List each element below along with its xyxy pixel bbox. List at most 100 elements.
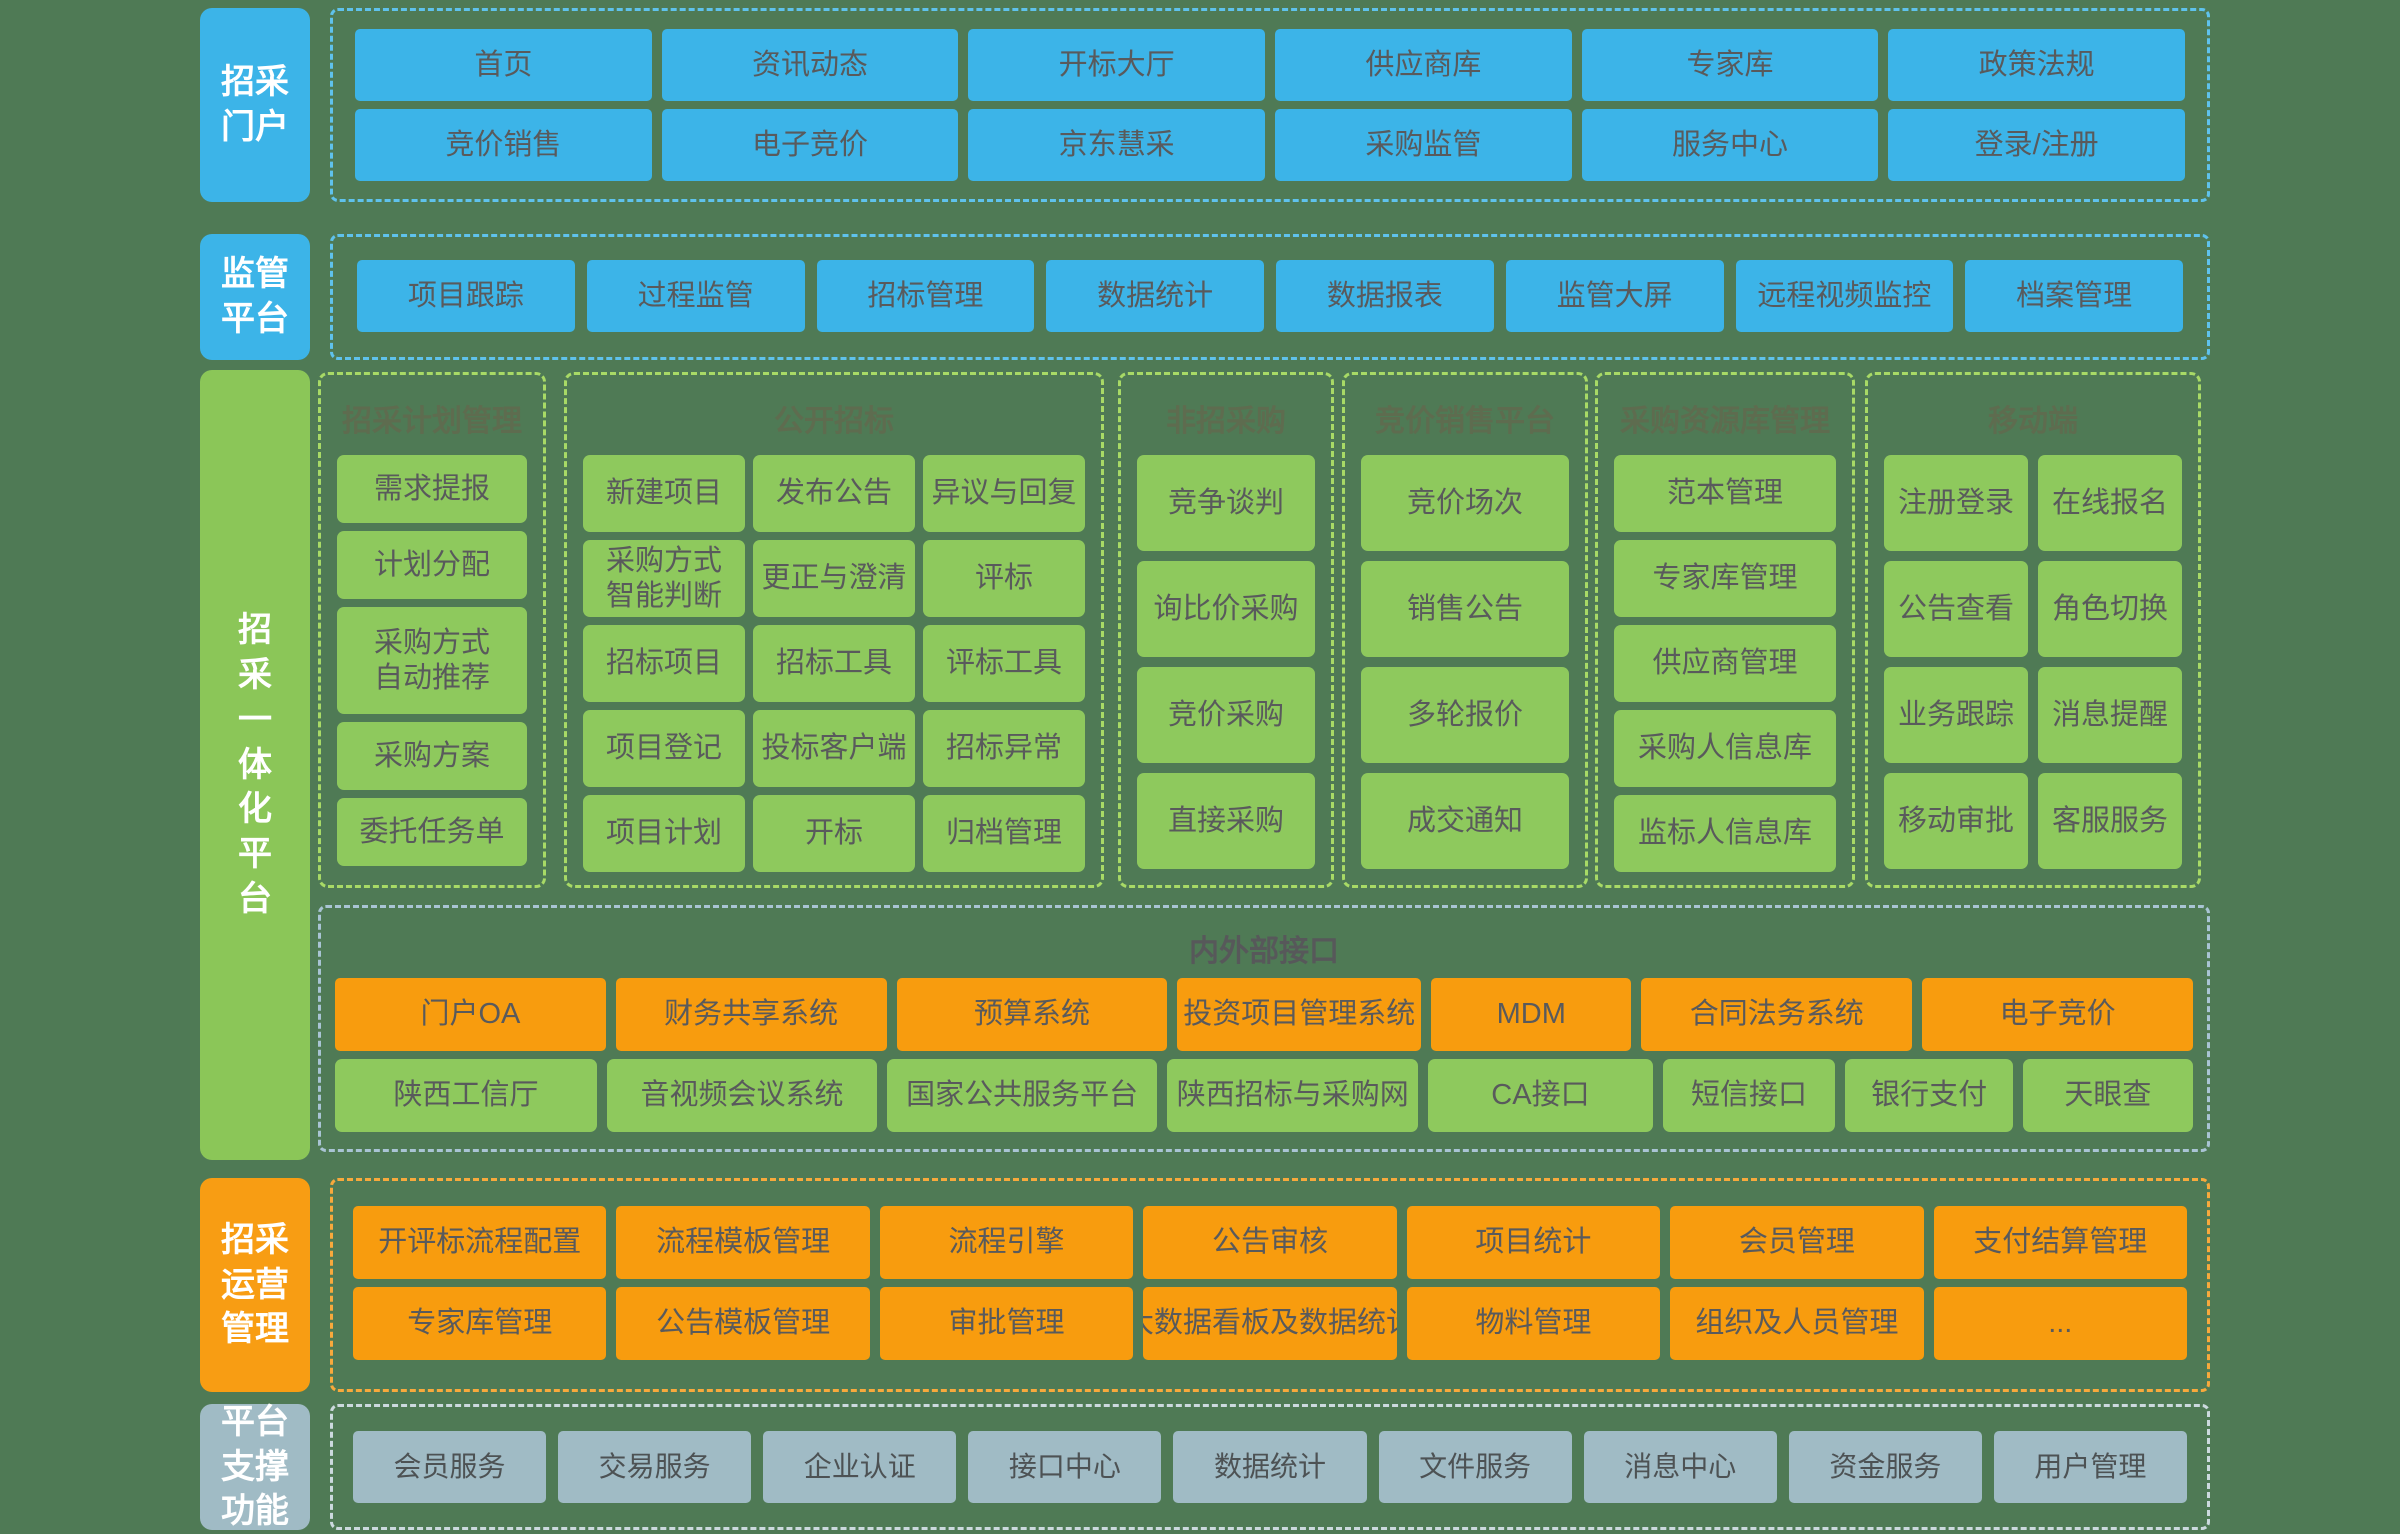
interface-system-button[interactable]: MDM [1431,978,1632,1051]
group-button[interactable]: 项目计划 [583,795,745,872]
interface-system-button[interactable]: 音视频会议系统 [606,1059,878,1132]
operations-button[interactable]: 会员管理 [1670,1206,1924,1279]
portal-nav-button[interactable]: 供应商库 [1274,29,1572,101]
group-button[interactable]: 销售公告 [1361,561,1569,657]
portal-nav-button[interactable]: 首页 [355,29,652,101]
support-service-button[interactable]: 企业认证 [763,1431,957,1503]
portal-nav-button[interactable]: 电子竞价 [661,109,959,181]
group-button[interactable]: 注册登录 [1884,455,2028,551]
supervision-button[interactable]: 档案管理 [1965,260,2183,332]
support-service-button[interactable]: 资金服务 [1788,1431,1982,1503]
interface-system-button[interactable]: CA接口 [1428,1059,1653,1132]
group-button[interactable]: 发布公告 [753,455,915,532]
group-button[interactable]: 消息提醒 [2038,667,2182,763]
group-button[interactable]: 招标异常 [923,710,1085,787]
portal-nav-button[interactable]: 政策法规 [1888,29,2185,101]
portal-nav-button[interactable]: 登录/注册 [1888,109,2185,181]
supervision-button[interactable]: 数据报表 [1276,260,1494,332]
group-button[interactable]: 评标 [923,540,1085,617]
group-button[interactable]: 招标工具 [753,625,915,702]
portal-nav-button[interactable]: 专家库 [1581,29,1879,101]
support-service-button[interactable]: 用户管理 [1993,1431,2187,1503]
support-grid: 会员服务交易服务企业认证接口中心数据统计文件服务消息中心资金服务用户管理 [333,1407,2207,1527]
group-button[interactable]: 采购人信息库 [1614,710,1836,787]
group-button[interactable]: 归档管理 [923,795,1085,872]
group-button[interactable]: 采购方式 自动推荐 [337,607,527,714]
group-button[interactable]: 采购方式 智能判断 [583,540,745,617]
interface-system-button[interactable]: 国家公共服务平台 [887,1059,1158,1132]
group-button[interactable]: 投标客户端 [753,710,915,787]
support-service-button[interactable]: 文件服务 [1378,1431,1572,1503]
operations-button[interactable]: 专家库管理 [353,1287,607,1360]
group-button[interactable]: 委托任务单 [337,798,527,866]
group-button[interactable]: 成交通知 [1361,773,1569,869]
group-button[interactable]: 角色切换 [2038,561,2182,657]
group-button[interactable]: 客服服务 [2038,773,2182,869]
group-button[interactable]: 多轮报价 [1361,667,1569,763]
group-button[interactable]: 需求提报 [337,455,527,523]
group-button[interactable]: 项目登记 [583,710,745,787]
group-button[interactable]: 采购方案 [337,722,527,790]
support-service-button[interactable]: 消息中心 [1583,1431,1777,1503]
operations-button[interactable]: 公告模板管理 [616,1287,870,1360]
group-button[interactable]: 竞价采购 [1137,667,1315,763]
operations-button[interactable]: 项目统计 [1406,1206,1661,1279]
group-button[interactable]: 竞价场次 [1361,455,1569,551]
group-button[interactable]: 专家库管理 [1614,540,1836,617]
group-button[interactable]: 异议与回复 [923,455,1085,532]
interface-system-button[interactable]: 投资项目管理系统 [1177,978,1422,1051]
group-button[interactable]: 询比价采购 [1137,561,1315,657]
group-button[interactable]: 开标 [753,795,915,872]
operations-button[interactable]: 公告审核 [1143,1206,1397,1279]
group-button[interactable]: 公告查看 [1884,561,2028,657]
interface-system-button[interactable]: 短信接口 [1662,1059,1836,1132]
group-button[interactable]: 评标工具 [923,625,1085,702]
group-button[interactable]: 在线报名 [2038,455,2182,551]
group-button[interactable]: 招标项目 [583,625,745,702]
interface-system-button[interactable]: 银行支付 [1845,1059,2013,1132]
interface-system-button[interactable]: 门户OA [335,978,606,1051]
group-button[interactable]: 直接采购 [1137,773,1315,869]
operations-button[interactable]: ... [1933,1287,2187,1360]
supervision-button[interactable]: 数据统计 [1046,260,1264,332]
operations-button[interactable]: 物料管理 [1406,1287,1661,1360]
operations-button[interactable]: 组织及人员管理 [1670,1287,1924,1360]
group-button[interactable]: 更正与澄清 [753,540,915,617]
operations-button[interactable]: 审批管理 [879,1287,1134,1360]
group-button[interactable]: 计划分配 [337,531,527,599]
interface-system-button[interactable]: 合同法务系统 [1641,978,1913,1051]
support-service-button[interactable]: 接口中心 [968,1431,1162,1503]
portal-nav-button[interactable]: 服务中心 [1581,109,1879,181]
group-button[interactable]: 移动审批 [1884,773,2028,869]
support-service-button[interactable]: 会员服务 [353,1431,547,1503]
group-button[interactable]: 范本管理 [1614,455,1836,532]
supervision-button[interactable]: 过程监管 [586,260,805,332]
operations-button[interactable]: 流程引擎 [879,1206,1134,1279]
interface-system-button[interactable]: 陕西工信厅 [335,1059,597,1132]
group-button[interactable]: 监标人信息库 [1614,795,1836,872]
supervision-button[interactable]: 招标管理 [816,260,1035,332]
operations-button[interactable]: 支付结算管理 [1933,1206,2187,1279]
group-button[interactable]: 竞争谈判 [1137,455,1315,551]
support-service-button[interactable]: 交易服务 [558,1431,752,1503]
supervision-button[interactable]: 远程视频监控 [1735,260,1954,332]
group-button[interactable]: 供应商管理 [1614,625,1836,702]
group-button[interactable]: 新建项目 [583,455,745,532]
interface-system-button[interactable]: 预算系统 [896,978,1168,1051]
support-service-button[interactable]: 数据统计 [1173,1431,1367,1503]
interface-system-button[interactable]: 财务共享系统 [615,978,887,1051]
supervision-button[interactable]: 监管大屏 [1505,260,1724,332]
portal-nav-button[interactable]: 京东慧采 [968,109,1265,181]
group-button[interactable]: 业务跟踪 [1884,667,2028,763]
supervision-button[interactable]: 项目跟踪 [357,260,575,332]
portal-nav-button[interactable]: 采购监管 [1274,109,1572,181]
operations-button[interactable]: 开评标流程配置 [353,1206,607,1279]
portal-nav-button[interactable]: 资讯动态 [661,29,959,101]
operations-button[interactable]: 大数据看板及数据统计 [1143,1287,1397,1360]
operations-button[interactable]: 流程模板管理 [616,1206,870,1279]
interface-system-button[interactable]: 天眼查 [2022,1059,2193,1132]
portal-nav-button[interactable]: 竞价销售 [355,109,652,181]
portal-nav-button[interactable]: 开标大厅 [968,29,1265,101]
interface-system-button[interactable]: 陕西招标与采购网 [1167,1059,1419,1132]
interface-system-button[interactable]: 电子竞价 [1922,978,2193,1051]
